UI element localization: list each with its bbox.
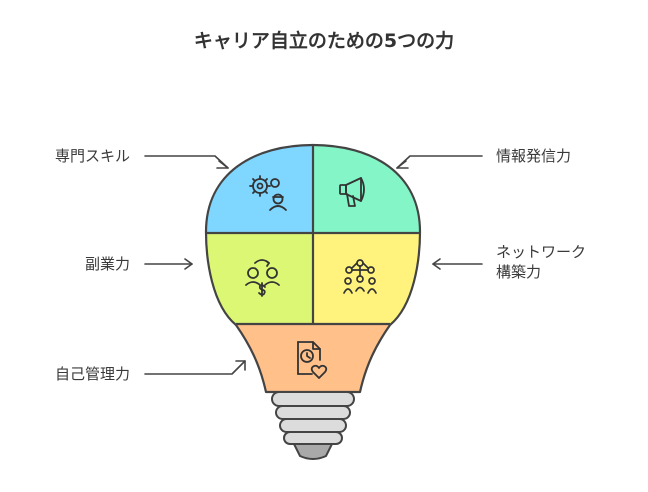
label-fukugyo: 副業力	[84, 255, 130, 273]
label-senmon-skill: 専門スキル	[54, 147, 130, 165]
label-joho-hasshin: 情報発信力	[496, 147, 572, 165]
arrow-senmon	[144, 155, 229, 169]
megaphone-icon	[339, 177, 365, 207]
clock-document-heart-icon	[297, 341, 328, 379]
label-jiko-kanri: 自己管理力	[54, 365, 130, 383]
network-people-icon	[343, 259, 377, 294]
arrow-joho	[396, 155, 483, 169]
arrow-jiko	[144, 360, 246, 375]
bulb-outline	[204, 143, 422, 394]
people-exchange-money-icon	[245, 259, 280, 297]
gears-person-icon	[249, 175, 287, 211]
label-network-line1: ネットワーク	[496, 243, 587, 261]
bulb-screw-base	[271, 391, 355, 460]
diagram-title: キャリア自立のための5つの力	[193, 30, 455, 52]
label-network: ネットワーク 構築力	[496, 242, 586, 282]
connector-arrows	[144, 155, 483, 375]
label-network-line2: 構築力	[496, 263, 542, 281]
